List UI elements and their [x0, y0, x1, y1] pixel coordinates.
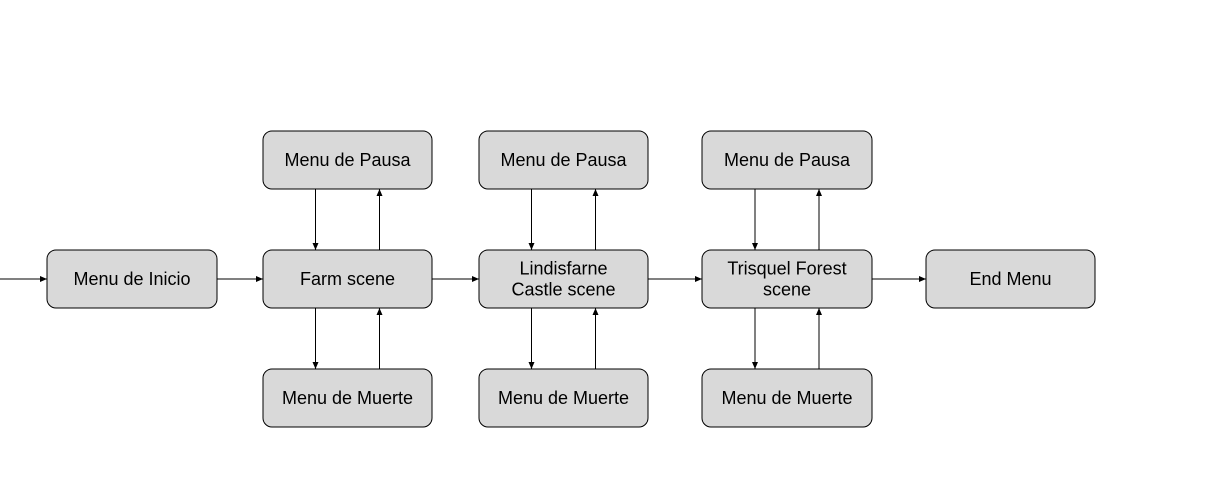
node-box	[478, 130, 649, 190]
node-box	[701, 130, 873, 190]
node-box	[262, 249, 433, 309]
node-box	[262, 130, 433, 190]
node-menu-inicio: Menu de Inicio	[46, 249, 218, 309]
node-muerte-1: Menu de Muerte	[262, 368, 433, 428]
node-box	[478, 249, 649, 309]
node-label: Menu de Muerte	[498, 388, 629, 408]
node-box	[701, 249, 873, 309]
node-end-menu: End Menu	[925, 249, 1096, 309]
node-label: scene	[763, 280, 811, 300]
node-pausa-1: Menu de Pausa	[262, 130, 433, 190]
node-box	[478, 368, 649, 428]
node-pausa-3: Menu de Pausa	[701, 130, 873, 190]
node-label: Menu de Muerte	[721, 388, 852, 408]
node-box	[925, 249, 1096, 309]
node-farm: Farm scene	[262, 249, 433, 309]
nodes: Menu de Inicio Farm scene LindisfarneCastl…	[46, 130, 1096, 428]
node-label: Menu de Pausa	[284, 150, 411, 170]
node-label: Menu de Muerte	[282, 388, 413, 408]
node-muerte-2: Menu de Muerte	[478, 368, 649, 428]
node-label: Menu de Inicio	[73, 269, 190, 289]
node-box	[46, 249, 218, 309]
node-pausa-2: Menu de Pausa	[478, 130, 649, 190]
node-label: Lindisfarne	[519, 259, 607, 279]
edges	[0, 189, 926, 369]
node-label: Trisquel Forest	[727, 259, 846, 279]
node-label: Castle scene	[511, 280, 615, 300]
node-label: Menu de Pausa	[500, 150, 627, 170]
node-label: Menu de Pausa	[724, 150, 851, 170]
node-box	[262, 368, 433, 428]
node-box	[701, 368, 873, 428]
node-label: Farm scene	[300, 269, 395, 289]
node-muerte-3: Menu de Muerte	[701, 368, 873, 428]
node-label: End Menu	[969, 269, 1051, 289]
